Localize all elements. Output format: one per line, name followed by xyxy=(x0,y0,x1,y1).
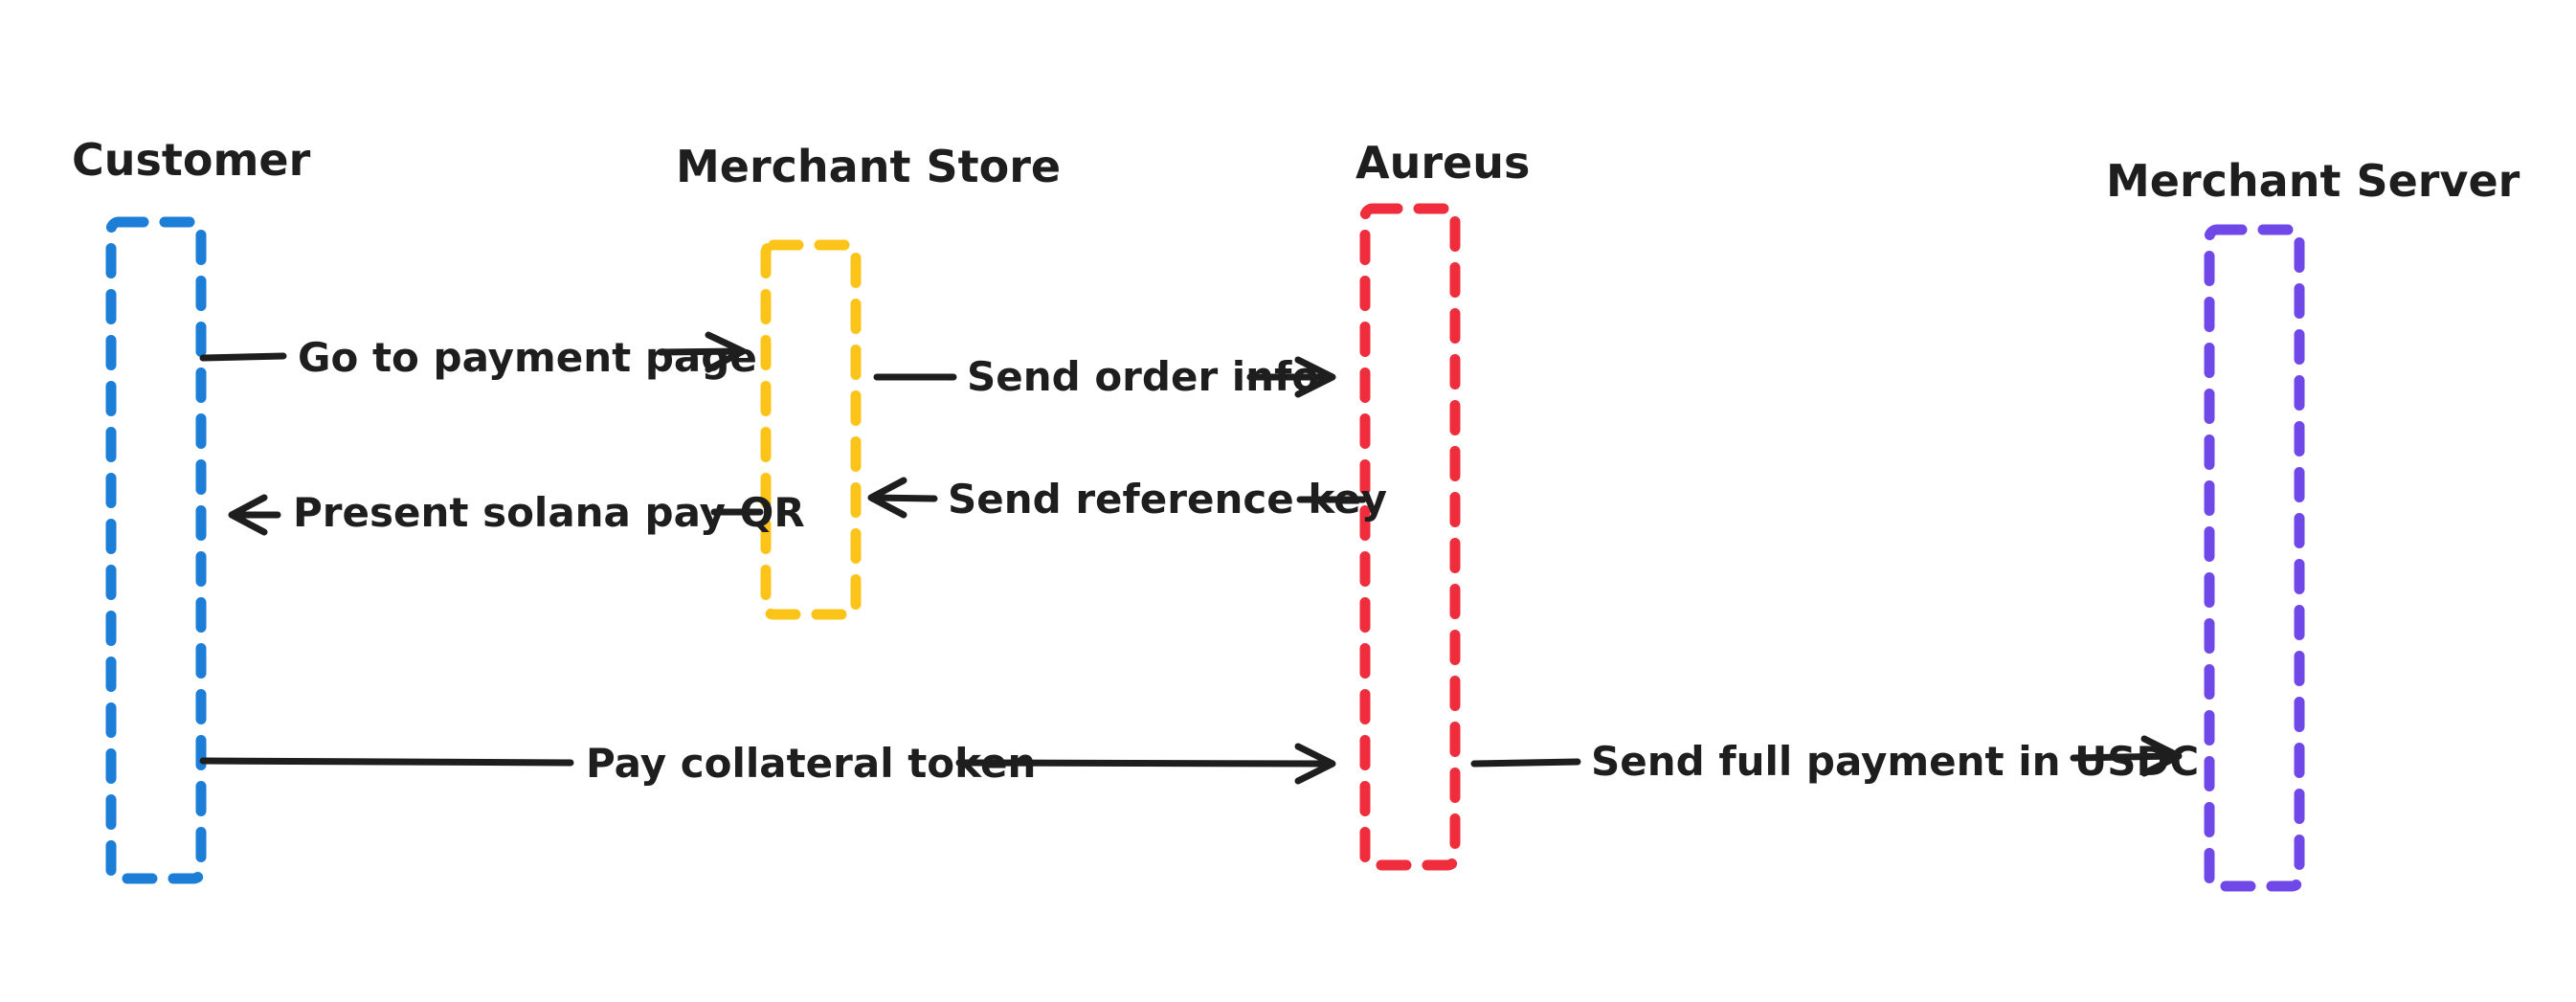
arrow-head xyxy=(2140,735,2183,777)
message-go-to-payment-page: Go to payment page xyxy=(199,331,757,381)
arrow-head xyxy=(1294,743,1336,785)
message-present-qr: Present solana pay QR xyxy=(228,489,805,536)
message-label: Present solana pay QR xyxy=(293,489,805,536)
message-label: Send reference key xyxy=(948,476,1387,523)
lifeline-merchant-server xyxy=(2204,224,2305,892)
message-send-full-payment: Send full payment in USDC xyxy=(1470,735,2199,785)
arrow-head xyxy=(228,494,268,536)
lifeline-customer xyxy=(105,216,207,884)
arrow-head xyxy=(867,477,907,519)
message-pay-collateral-token: Pay collateral token xyxy=(199,740,1336,787)
arrow-head xyxy=(705,331,747,373)
actor-title-merchant-server: Merchant Server xyxy=(2106,155,2520,207)
actor-title-merchant-store: Merchant Store xyxy=(676,141,1061,192)
arrow-head xyxy=(1294,356,1336,398)
message-send-reference-key: Send reference key xyxy=(867,476,1387,523)
actor-title-customer: Customer xyxy=(72,134,311,186)
lifeline-aureus xyxy=(1359,203,1461,871)
lifeline-merchant-store xyxy=(760,239,862,620)
actor-title-aureus: Aureus xyxy=(1355,137,1530,189)
message-send-order-info: Send order info xyxy=(873,353,1336,400)
message-label: Send full payment in USDC xyxy=(1591,738,2199,785)
message-label: Go to payment page xyxy=(298,334,757,381)
